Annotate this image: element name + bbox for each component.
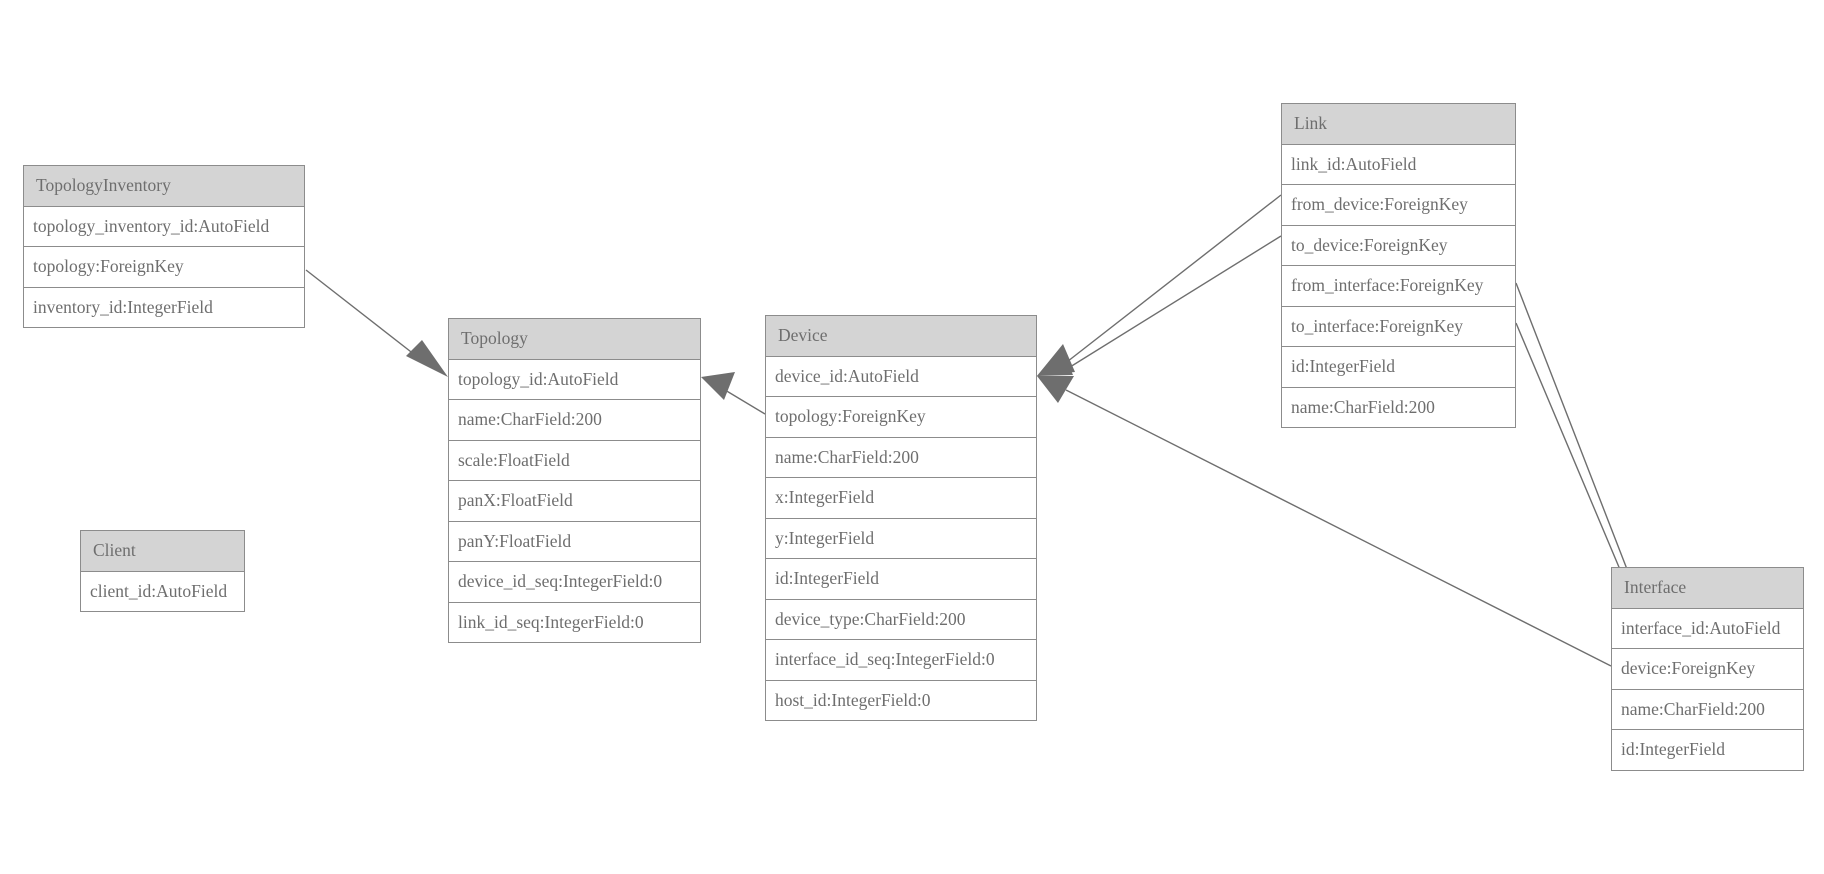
edge-device-topology <box>701 372 766 415</box>
entity-field-device-interface-id-seq: interface_id_seq:IntegerField:0 <box>766 640 1036 681</box>
edge-link-from-device <box>1037 194 1282 376</box>
entity-field-topology-inventory-id: topology_inventory_id:AutoField <box>24 206 304 247</box>
entity-field-topology-inventory-topology: topology:ForeignKey <box>24 247 304 288</box>
entity-field-link-from-device: from_device:ForeignKey <box>1282 185 1515 226</box>
entity-topology-inventory[interactable]: TopologyInventory topology_inventory_id:… <box>23 165 305 328</box>
entity-title-client: Client <box>81 531 244 572</box>
entity-field-topology-topology-id: topology_id:AutoField <box>449 359 700 400</box>
entity-field-topology-panx: panX:FloatField <box>449 481 700 522</box>
edge-topologyinventory-topology <box>305 269 448 377</box>
entity-title-interface: Interface <box>1612 568 1803 609</box>
entity-title-link: Link <box>1282 104 1515 145</box>
entity-field-device-device-id: device_id:AutoField <box>766 356 1036 397</box>
entity-field-interface-interface-id: interface_id:AutoField <box>1612 608 1803 649</box>
entity-field-interface-device: device:ForeignKey <box>1612 649 1803 690</box>
entity-field-link-to-device: to_device:ForeignKey <box>1282 225 1515 266</box>
entity-topology[interactable]: Topology topology_id:AutoField name:Char… <box>448 318 701 643</box>
entity-field-topology-name: name:CharField:200 <box>449 400 700 441</box>
entity-title-device: Device <box>766 316 1036 357</box>
entity-field-topology-link-id-seq: link_id_seq:IntegerField:0 <box>449 602 700 642</box>
entity-field-topology-device-id-seq: device_id_seq:IntegerField:0 <box>449 562 700 603</box>
entity-client[interactable]: Client client_id:AutoField <box>80 530 245 612</box>
entity-field-device-x: x:IntegerField <box>766 478 1036 519</box>
entity-field-link-from-interface: from_interface:ForeignKey <box>1282 266 1515 307</box>
entity-field-topology-scale: scale:FloatField <box>449 440 700 481</box>
entity-interface[interactable]: Interface interface_id:AutoField device:… <box>1611 567 1804 771</box>
entity-field-device-device-type: device_type:CharField:200 <box>766 599 1036 640</box>
entity-field-client-client-id: client_id:AutoField <box>81 571 244 611</box>
entity-field-link-link-id: link_id:AutoField <box>1282 144 1515 185</box>
entity-field-interface-id: id:IntegerField <box>1612 730 1803 770</box>
entity-field-link-to-interface: to_interface:ForeignKey <box>1282 306 1515 347</box>
entity-field-link-id: id:IntegerField <box>1282 347 1515 388</box>
entity-device[interactable]: Device device_id:AutoField topology:Fore… <box>765 315 1037 721</box>
entity-field-device-host-id: host_id:IntegerField:0 <box>766 680 1036 720</box>
entity-link[interactable]: Link link_id:AutoField from_device:Forei… <box>1281 103 1516 428</box>
entity-field-device-y: y:IntegerField <box>766 518 1036 559</box>
entity-field-topology-inventory-inventory-id: inventory_id:IntegerField <box>24 287 304 327</box>
entity-field-device-id: id:IntegerField <box>766 559 1036 600</box>
entity-field-interface-name: name:CharField:200 <box>1612 689 1803 730</box>
entity-field-topology-pany: panY:FloatField <box>449 521 700 562</box>
entity-field-device-topology: topology:ForeignKey <box>766 397 1036 438</box>
entity-field-link-name: name:CharField:200 <box>1282 387 1515 427</box>
entity-title-topology: Topology <box>449 319 700 360</box>
entity-title-topology-inventory: TopologyInventory <box>24 166 304 207</box>
entity-field-device-name: name:CharField:200 <box>766 437 1036 478</box>
edge-link-to-device <box>1037 235 1282 376</box>
